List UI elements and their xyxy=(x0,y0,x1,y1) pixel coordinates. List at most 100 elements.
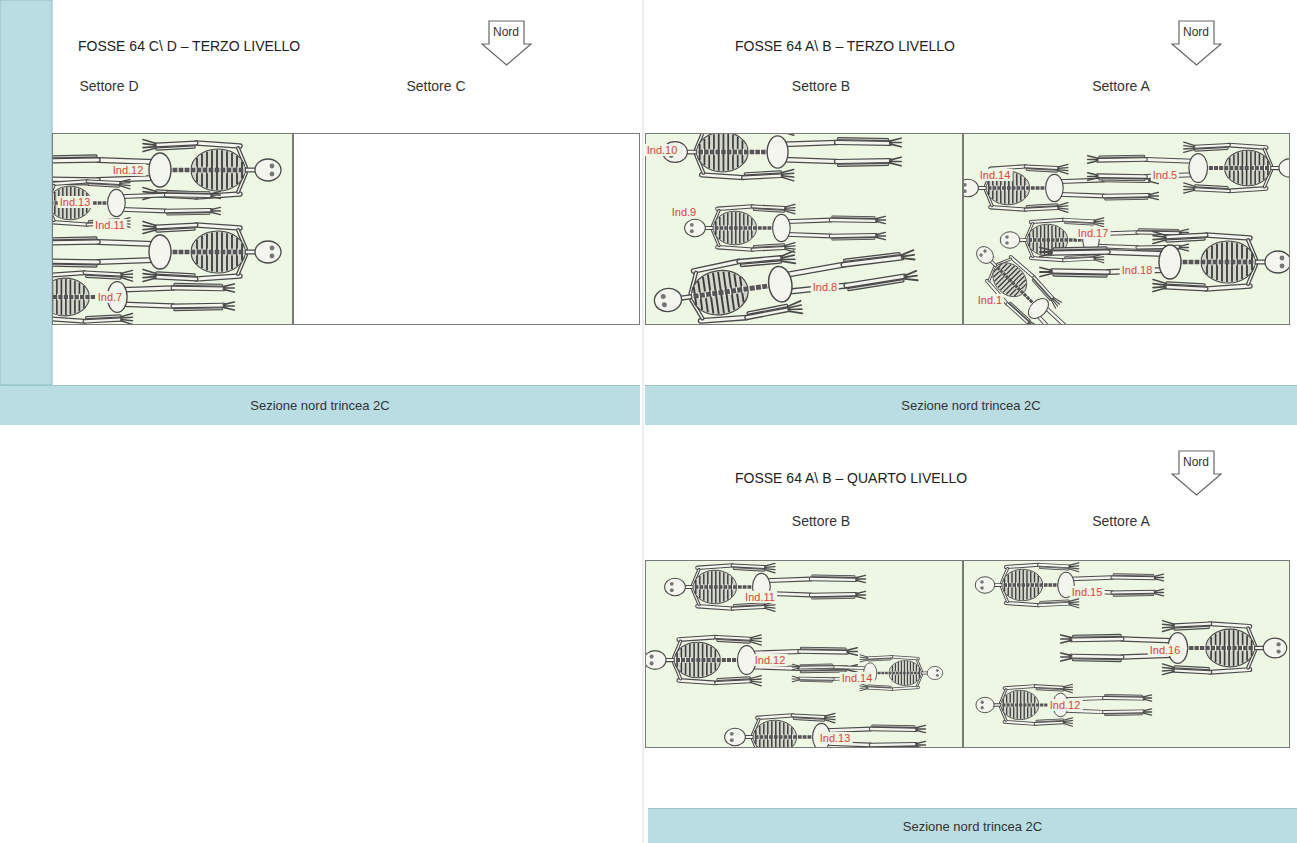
hand-bone xyxy=(765,608,775,611)
bone-fill xyxy=(811,578,856,581)
hand-bone xyxy=(121,314,133,317)
bone-fill xyxy=(1113,591,1155,594)
bone-outline xyxy=(89,185,119,187)
bone-fill xyxy=(679,637,716,640)
vertebra xyxy=(742,584,743,590)
plan-title: FOSSE 64 A\ B – TERZO LIVELLO xyxy=(735,38,955,54)
bone-outline xyxy=(156,277,196,279)
bone-fill xyxy=(801,664,832,666)
bone-outline xyxy=(1114,573,1153,576)
vertebra xyxy=(1013,283,1016,286)
hand-bone xyxy=(1058,164,1068,167)
vertebra xyxy=(1231,645,1232,651)
vertebra xyxy=(1238,165,1239,171)
vertebra xyxy=(743,225,744,231)
bone-outline xyxy=(1041,568,1069,570)
skull xyxy=(1000,232,1020,249)
hand-bone xyxy=(781,177,793,181)
vertebra xyxy=(720,149,721,156)
hand-bone xyxy=(1069,569,1079,572)
bone-fill xyxy=(838,164,887,166)
vertebra xyxy=(243,167,244,174)
vertebra xyxy=(1237,645,1238,651)
vertebra xyxy=(716,657,717,663)
hand-bone xyxy=(1063,689,1072,690)
rib xyxy=(994,264,1011,281)
bone-outline xyxy=(679,637,716,640)
bone-fill xyxy=(98,178,154,180)
bone-fill xyxy=(831,219,876,222)
foot-bone xyxy=(1143,697,1151,698)
bone-outline xyxy=(1195,189,1229,191)
vertebra xyxy=(709,149,710,156)
bone-outline xyxy=(838,137,887,141)
bone-outline xyxy=(831,233,876,238)
vertebra xyxy=(773,734,774,740)
bone-outline xyxy=(1175,627,1208,629)
bone-outline xyxy=(1229,188,1266,191)
bone-outline xyxy=(1006,603,1039,605)
vertebra xyxy=(763,734,764,740)
vertebra xyxy=(708,584,709,590)
vertebra xyxy=(694,584,695,590)
bone-fill xyxy=(1206,235,1250,238)
foot-bone xyxy=(916,728,926,729)
hand-bone xyxy=(121,270,133,273)
hand-bone xyxy=(1058,209,1068,212)
bone-outline xyxy=(1073,658,1120,662)
skeleton-figure xyxy=(964,234,1118,325)
vertebra xyxy=(778,734,779,740)
vertebra xyxy=(713,584,714,590)
north-arrow-outline xyxy=(1172,451,1221,495)
bone-fill xyxy=(1059,194,1104,196)
foot-bone xyxy=(890,157,901,160)
vertebra xyxy=(705,657,706,663)
foot-bone xyxy=(1149,197,1159,199)
section-band: Sezione nord trincea 2C xyxy=(645,385,1297,425)
vertebra xyxy=(703,584,704,590)
hand-bone xyxy=(1058,171,1068,174)
vertebra xyxy=(717,289,718,296)
vertebra xyxy=(1223,165,1224,171)
hand-bone xyxy=(765,607,775,608)
bone-fill xyxy=(697,565,732,567)
bone-fill xyxy=(1175,627,1208,629)
vertebra xyxy=(1254,165,1255,171)
bone-outline xyxy=(1054,275,1106,276)
bone-outline xyxy=(743,176,781,178)
skeleton-figure xyxy=(52,140,281,200)
skull xyxy=(973,243,997,267)
vertebra xyxy=(759,734,760,740)
hand-bone xyxy=(1184,186,1195,187)
bone-fill xyxy=(1104,697,1143,700)
skeleton-figure xyxy=(975,563,1163,608)
vertebra xyxy=(1247,259,1248,266)
foot-bone xyxy=(856,594,866,595)
bone-outline xyxy=(88,181,120,183)
bone-fill xyxy=(98,160,154,162)
individual-label: Ind.11 xyxy=(743,591,777,603)
bone-fill xyxy=(831,234,876,237)
bone-outline xyxy=(717,206,752,208)
vertebra xyxy=(1050,237,1051,242)
hand-bone xyxy=(785,243,795,246)
bone-outline xyxy=(1113,590,1155,595)
vertebra xyxy=(797,734,798,740)
foot-bone xyxy=(1143,709,1151,711)
vertebra xyxy=(714,149,715,156)
vertebra xyxy=(1027,703,1028,708)
hand-bone xyxy=(860,657,868,659)
vertebra xyxy=(1228,165,1229,171)
skeleton-figure xyxy=(52,222,281,282)
bone-outline xyxy=(718,678,749,680)
vertebra xyxy=(1003,582,1004,587)
bone-fill xyxy=(679,680,716,683)
bone-fill xyxy=(868,659,890,660)
bone-outline xyxy=(734,569,764,571)
vertebra xyxy=(1204,645,1205,651)
vertebra xyxy=(1011,185,1012,191)
bone-outline xyxy=(98,242,154,244)
skeleton-figure xyxy=(1061,621,1287,675)
bone-outline xyxy=(838,163,887,167)
bone-fill xyxy=(892,657,918,659)
